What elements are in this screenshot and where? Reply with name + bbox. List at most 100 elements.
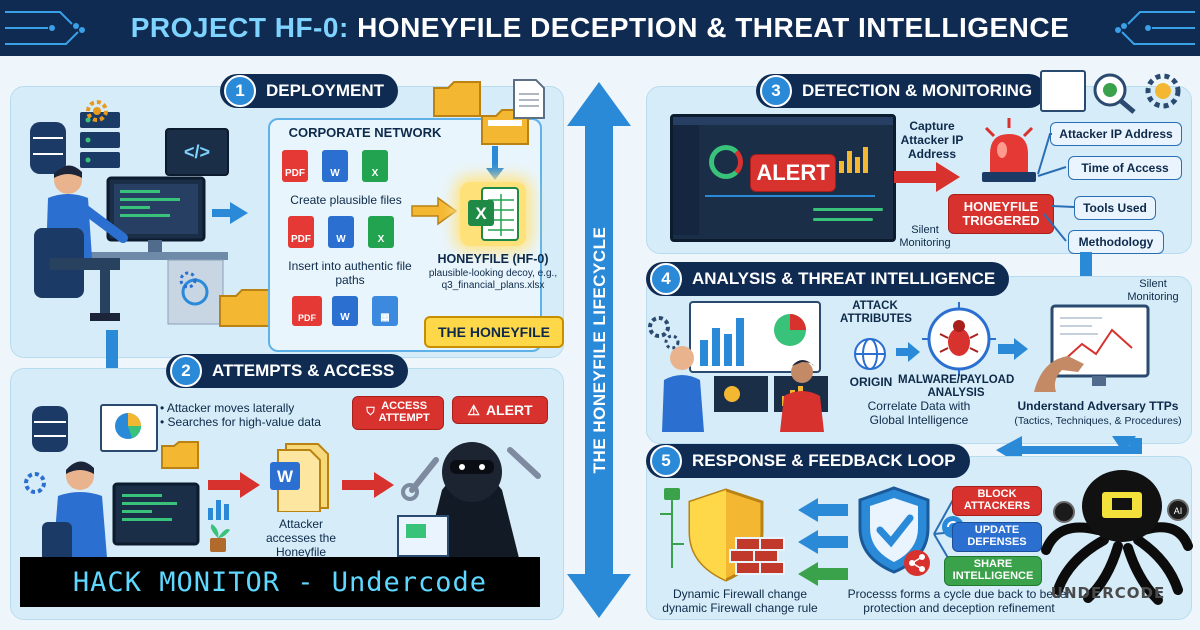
response-badge: 5 RESPONSE & FEEDBACK LOOP: [646, 444, 970, 478]
insert-files-text: Insert into authentic file paths: [288, 259, 412, 287]
attempts-badge: 2 ATTEMPTS & ACCESS: [166, 354, 409, 388]
excel-file-icon: X: [362, 150, 388, 182]
blue-arrow-icon: [998, 338, 1028, 360]
honeyfile-label: THE HONEYFILE: [424, 316, 564, 348]
gear-icon: [24, 472, 46, 494]
page-title: PROJECT HF-0: HONEYFILE DECEPTION & THRE…: [131, 12, 1070, 44]
folder-icon: [161, 441, 199, 469]
page-header: PROJECT HF-0: HONEYFILE DECEPTION & THRE…: [0, 0, 1200, 56]
alert-badge: ⚠ ALERT: [452, 396, 548, 424]
firewall-text: Dynamic Firewall change dynamic Firewall…: [662, 587, 818, 615]
blue-arrow-left-icon: [798, 530, 848, 554]
circuit-decoration-left: [5, 11, 85, 45]
deployment-badge: 1 DEPLOYMENT: [220, 74, 399, 108]
circuit-lock-icons: [660, 488, 684, 568]
gear-small-icon: [179, 271, 197, 289]
shield-alert-icon: ⛉: [366, 406, 375, 419]
database-icon: [32, 406, 68, 452]
warning-icon: ⚠: [467, 401, 480, 418]
lifecycle-arrow: [567, 82, 631, 618]
svg-text:X: X: [475, 204, 487, 223]
blue-arrow-left-icon: [798, 498, 848, 522]
detection-badge: 3 DETECTION & MONITORING: [756, 74, 1047, 108]
down-arrow-shaft: [492, 146, 498, 170]
plant-icon: [210, 524, 230, 552]
bar-chart-icon: [208, 500, 229, 520]
hack-monitor-banner: HACK MONITOR - Undercode: [20, 557, 540, 607]
folder-icon: [219, 289, 271, 327]
step-title: DETECTION & MONITORING: [802, 81, 1033, 100]
network-label: CORPORATE NETWORK: [288, 125, 442, 140]
hacker-illustration: [397, 442, 541, 570]
triggered-line2: TRIGGERED: [962, 213, 1040, 228]
attacker-bullets: • Attacker moves laterally • Searches fo…: [160, 401, 350, 430]
folder-icon: [433, 81, 481, 117]
step-title: ATTEMPTS & ACCESS: [212, 361, 395, 380]
create-files-text: Create plausible files: [290, 193, 402, 207]
malware-text: MALWARE/PAYLOAD ANALYSIS: [898, 374, 1015, 400]
bug-search-icon: [1093, 73, 1136, 114]
feedback-arrow-icon: [996, 436, 1142, 466]
spreadsheet-file-icon: ▦: [372, 296, 398, 326]
triggered-line1: HONEYFILE: [963, 198, 1039, 214]
blue-arrow-icon: [896, 342, 920, 362]
ttp-subtitle: (Tactics, Techniques, & Procedures): [1014, 415, 1182, 427]
gear-shield-icon: [1145, 73, 1181, 109]
red-arrow-icon: [342, 472, 394, 498]
bullet-lateral: • Attacker moves laterally: [160, 401, 295, 415]
pill-methodology: Methodology: [1068, 230, 1164, 254]
excel-file-icon: X: [368, 216, 394, 248]
document-window-icon: [1040, 70, 1086, 112]
process-text: Processs forms a cycle due back to bette…: [847, 587, 1071, 615]
silent-monitoring-text: Silent Monitoring: [1127, 278, 1179, 303]
share-icon: [904, 550, 930, 576]
user-at-computer-illustration: [42, 461, 200, 570]
step-number: 1: [224, 75, 256, 107]
step-number: 3: [760, 75, 792, 107]
update-defenses-button: UPDATE DEFENSES: [952, 522, 1042, 552]
logo-wordmark: UNDERCODE: [1050, 584, 1166, 602]
green-arrow-left-icon: [798, 562, 848, 586]
honeyfile-excel-icon: X: [468, 187, 519, 241]
access-line2: ATTEMPT: [378, 412, 430, 424]
flow-arrow-icon: [230, 202, 248, 224]
alert-text: ALERT: [485, 402, 533, 418]
honeyfile-description: plausible-looking decoy, e.g., q3_financ…: [428, 268, 558, 291]
red-arrow-icon: [208, 472, 260, 498]
gear-icon: [86, 100, 108, 122]
title-part1: PROJECT HF-0:: [130, 12, 349, 43]
pdf-file-icon: PDF: [288, 216, 314, 248]
yellow-arrow-icon: [411, 196, 458, 226]
dashboard-monitor: [670, 114, 896, 242]
alarm-siren-icon: [982, 118, 1036, 182]
block-attackers-button: BLOCK ATTACKERS: [952, 486, 1042, 516]
analysis-badge: 4 ANALYSIS & THREAT INTELLIGENCE: [646, 262, 1010, 296]
ttp-title: Understand Adversary TTPs: [1017, 399, 1179, 413]
word-document-icon: W: [270, 443, 329, 512]
title-part2: HONEYFILE DECEPTION & THREAT INTELLIGENC…: [357, 12, 1070, 43]
down-arrow-icon: [1112, 436, 1136, 454]
svg-text:AI: AI: [1174, 506, 1183, 516]
ttp-analysis-monitor: [1034, 304, 1150, 392]
origin-text: ORIGIN: [849, 375, 893, 389]
code-window-icon: </>: [165, 128, 229, 176]
pill-attacker-ip: Attacker IP Address: [1050, 122, 1182, 146]
access-line1: ACCESS: [381, 400, 428, 413]
globe-icon: [854, 338, 886, 370]
malware-bug-icon: [922, 302, 996, 376]
undercode-logo-icon: AI: [1041, 470, 1193, 605]
admin-at-computer-illustration: [34, 165, 228, 325]
pill-tools-used: Tools Used: [1074, 196, 1156, 220]
pill-time-of-access: Time of Access: [1068, 156, 1182, 180]
word-file-icon: W: [328, 216, 354, 248]
down-arrow-shaft: [106, 330, 118, 372]
circuit-decoration-right: [1115, 11, 1195, 45]
security-shield-check-icon: [858, 486, 930, 574]
document-icon: [513, 79, 545, 119]
svg-text:W: W: [277, 467, 294, 486]
down-arrow-shaft: [1080, 252, 1092, 282]
capture-text: Capture Attacker IP Address: [900, 119, 964, 161]
